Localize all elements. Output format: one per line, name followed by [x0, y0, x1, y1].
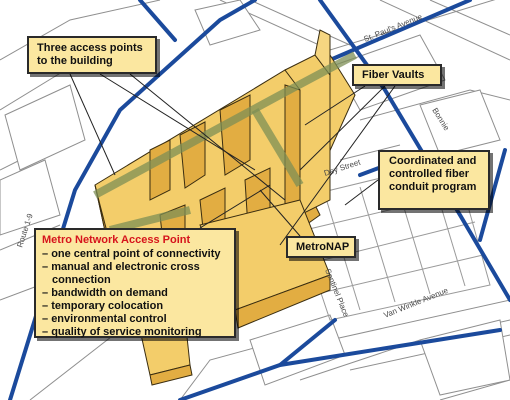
- man-feature-item: bandwidth on demand: [42, 287, 228, 300]
- callout-fiber-vaults-text: Fiber Vaults: [362, 69, 425, 81]
- callout-access-points-text: Three access points to the building: [37, 42, 143, 67]
- man-feature-item: environmental control: [42, 313, 228, 326]
- callout-metronap: MetroNAP: [286, 236, 356, 258]
- access-corridors: [93, 51, 357, 234]
- callout-fiber-program-text: Coordinated and controlled fiber conduit…: [389, 155, 477, 193]
- man-feature-list: one central point of connectivity manual…: [42, 248, 228, 339]
- fiber-conduit-routes: [8, 0, 510, 400]
- callout-fiber-program: Coordinated and controlled fiber conduit…: [378, 150, 490, 210]
- callout-access-points: Three access points to the building: [27, 36, 157, 74]
- callout-metro-network-access-point: Metro Network Access Point one central p…: [34, 228, 236, 338]
- man-feature-item: temporary colocation: [42, 300, 228, 313]
- street-label-van-winkle: Van Winkle Avenue: [382, 286, 450, 320]
- callout-man-title: Metro Network Access Point: [42, 234, 191, 246]
- man-feature-item: manual and electronic cross connection: [42, 261, 228, 287]
- man-feature-item: one central point of connectivity: [42, 248, 228, 261]
- leader-lines: [69, 73, 396, 246]
- man-feature-item: quality of service monitoring: [42, 326, 228, 339]
- callout-fiber-vaults: Fiber Vaults: [352, 64, 442, 86]
- callout-metronap-text: MetroNAP: [296, 241, 350, 253]
